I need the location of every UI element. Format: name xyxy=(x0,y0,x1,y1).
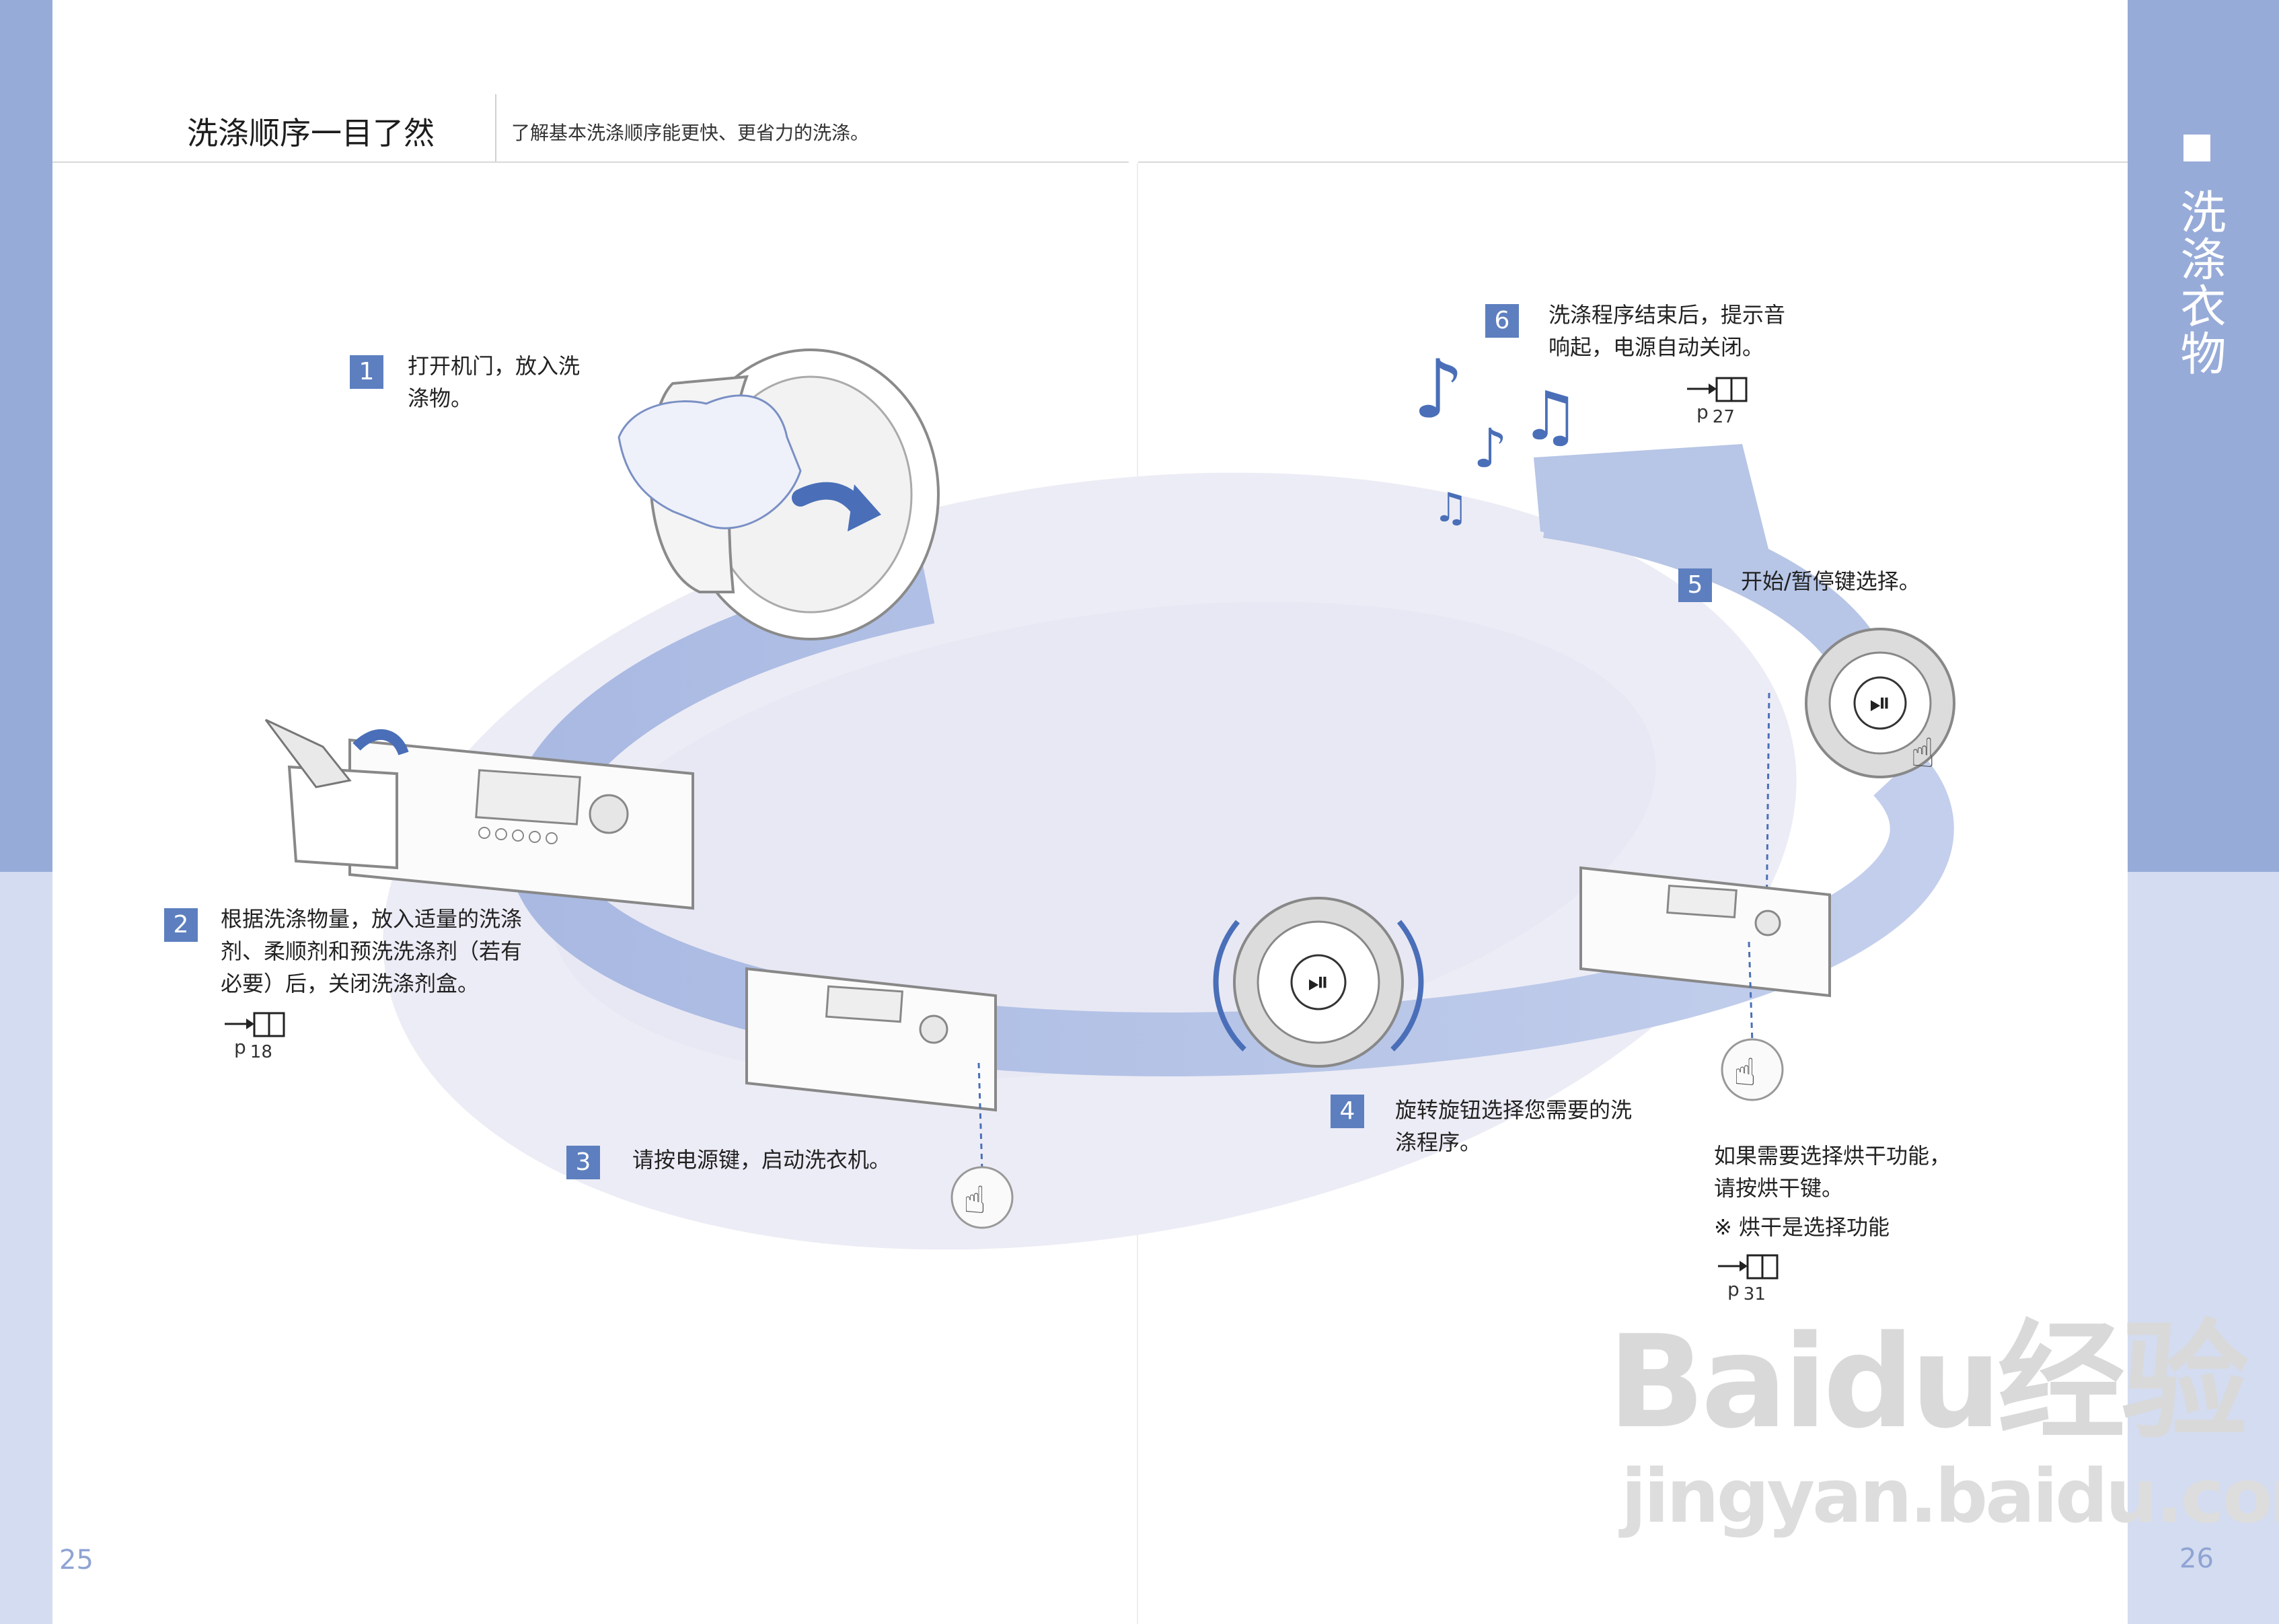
finger-press-icon: ☝ xyxy=(1733,1051,1757,1095)
baidu-watermark-url: jingyan.baidu.com xyxy=(1621,1453,2279,1539)
page-subtitle: 了解基本洗涤顺序能更快、更省力的洗涤。 xyxy=(511,122,870,144)
step-2-text: 根据洗涤物量，放入适量的洗涤剂、柔顺剂和预洗洗涤剂（若有必要）后，关闭洗涤剂盒。 xyxy=(221,906,523,996)
page-number-left: 25 xyxy=(59,1545,94,1576)
music-note-icon: ♫ xyxy=(1433,484,1469,531)
control-panel-illustration xyxy=(745,967,1014,1229)
header-rule xyxy=(52,161,1129,163)
step-badge: 1 xyxy=(350,355,383,389)
left-margin-band xyxy=(0,0,52,872)
detergent-drawer-illustration xyxy=(264,718,694,910)
start-pause-dial-illustration xyxy=(1764,628,1955,983)
section-tab-band-light xyxy=(2128,872,2279,1624)
title-divider xyxy=(495,94,496,161)
program-dial-illustration xyxy=(1213,897,1424,1068)
step-badge: 4 xyxy=(1331,1095,1364,1128)
step-6-text: 洗涤程序结束后，提示音响起，电源自动关闭。 xyxy=(1548,302,1786,360)
baidu-watermark-logo: Baidu经验 xyxy=(1608,1308,2249,1456)
finger-press-icon: ☝ xyxy=(1910,730,1935,777)
music-note-icon: ♪ xyxy=(1413,343,1464,437)
dry-panel-illustration xyxy=(1579,866,1831,1101)
music-note-icon: ♫ xyxy=(1520,377,1581,455)
header-rule xyxy=(1138,161,2128,163)
book-reference-icon xyxy=(1718,1254,1779,1280)
step-badge: 2 xyxy=(164,908,198,942)
page-title: 洗涤顺序一目了然 xyxy=(187,115,435,151)
step-badge: 5 xyxy=(1678,568,1712,602)
page-number-right: 26 xyxy=(2179,1543,2214,1574)
washer-door-illustration xyxy=(618,348,940,640)
step-3-text: 请按电源键，启动洗衣机。 xyxy=(632,1147,891,1173)
step-5-text: 开始/暂停键选择。 xyxy=(1741,568,1920,594)
dry-function-note: ※ 烘干是选择功能 xyxy=(1714,1214,1890,1240)
dry-function-text: 如果需要选择烘干功能，请按烘干键。 xyxy=(1714,1143,1951,1201)
left-margin-band-light xyxy=(0,872,52,1624)
book-reference-icon xyxy=(225,1012,285,1037)
section-square-icon xyxy=(2183,135,2210,161)
book-reference-icon xyxy=(1687,377,1748,402)
finger-press-icon: ☝ xyxy=(963,1179,987,1222)
step-badge: 6 xyxy=(1485,304,1519,338)
step-1-text: 打开机门，放入洗涤物。 xyxy=(408,353,581,411)
play-pause-icon: ⏯ xyxy=(1308,967,1329,998)
music-note-icon: ♪ xyxy=(1473,417,1508,480)
play-pause-icon: ⏯ xyxy=(1869,688,1891,718)
step-badge: 3 xyxy=(566,1146,600,1179)
step-4-text: 旋转旋钮选择您需要的洗涤程序。 xyxy=(1395,1097,1633,1155)
section-tab-label: 洗涤衣物 xyxy=(2172,188,2225,377)
